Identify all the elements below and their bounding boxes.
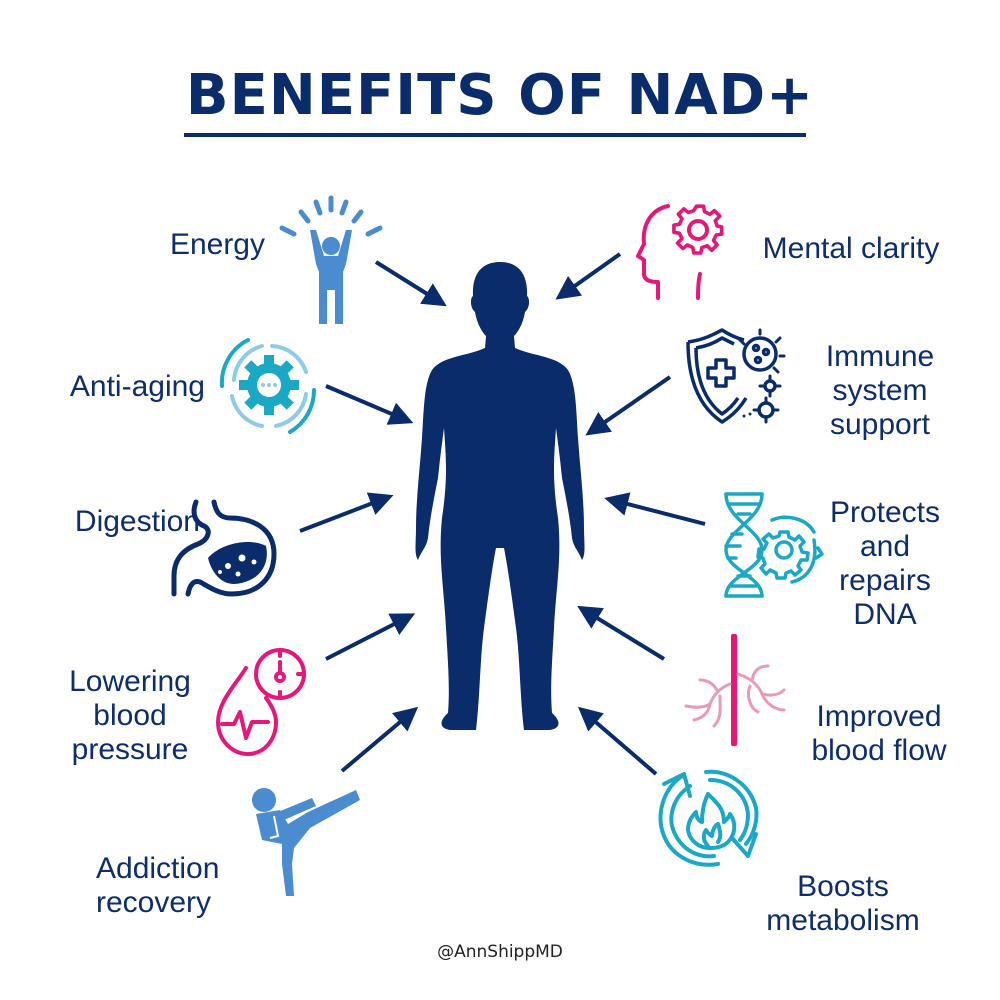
arrow-blood-pressure <box>325 613 416 661</box>
author-handle: @AnnShippMD <box>437 942 563 962</box>
blood-drop-gauge-icon <box>216 648 306 756</box>
arrow-energy <box>374 260 447 307</box>
arrow-dna <box>604 492 706 526</box>
flame-cycle-icon <box>658 769 759 867</box>
benefit-label-anti-aging: Anti-aging <box>69 370 205 403</box>
benefit-label-energy: Energy <box>169 228 265 261</box>
benefit-label-mental-clarity: Mental clarity <box>762 232 940 265</box>
benefit-label-blood-pressure: Lowering blood pressure <box>69 665 191 766</box>
benefit-label-metabolism: Boosts metabolism <box>766 870 920 937</box>
human-body-silhouette-icon <box>415 262 585 730</box>
arrow-immune <box>585 375 672 436</box>
title-underline <box>184 133 806 137</box>
kicking-person-icon <box>252 788 360 896</box>
page-title: BENEFITS OF NAD+ <box>185 63 815 128</box>
benefit-label-immune: Immune system support <box>825 340 935 441</box>
arrow-addiction <box>340 706 419 773</box>
blood-vessel-icon <box>684 634 786 746</box>
benefit-label-blood-flow: Improved blood flow <box>811 700 947 767</box>
raised-arms-person-icon <box>279 195 383 324</box>
cycle-gear-icon <box>219 338 317 434</box>
benefit-label-addiction: Addiction recovery <box>96 852 220 919</box>
shield-virus-icon <box>686 328 786 424</box>
arrow-blood-flow <box>577 605 666 661</box>
benefit-label-dna: Protects and repairs DNA <box>829 496 941 631</box>
arrow-mental <box>555 252 622 300</box>
arrow-metabolism <box>577 706 658 776</box>
head-gear-icon <box>636 204 724 300</box>
benefit-label-digestion: Digestion <box>74 505 200 538</box>
stomach-icon <box>171 499 277 597</box>
dna-gear-icon <box>724 492 824 598</box>
arrow-anti-aging <box>325 384 414 425</box>
arrow-digestion <box>299 492 394 533</box>
